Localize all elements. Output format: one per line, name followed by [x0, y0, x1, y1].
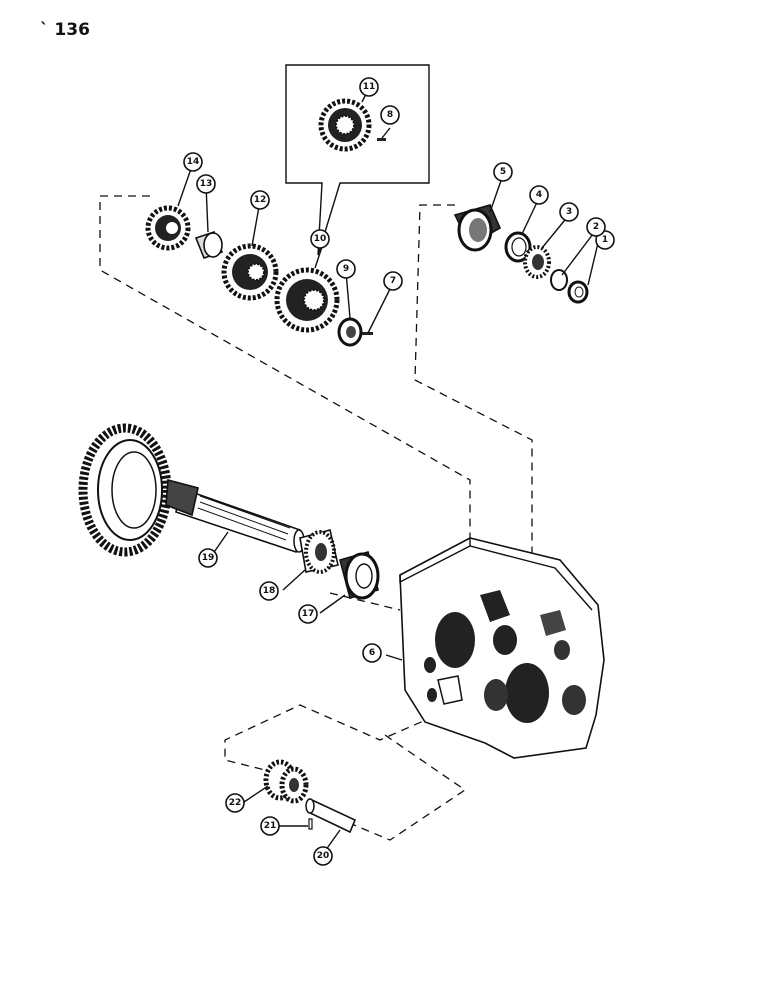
callout-6: 6: [362, 643, 382, 663]
svg-text:13: 13: [200, 179, 213, 189]
svg-text:1: 1: [602, 235, 608, 245]
gear-10: [274, 267, 340, 333]
svg-text:4: 4: [536, 190, 542, 200]
callout-19: 19: [198, 548, 218, 568]
cup-4: [504, 231, 532, 263]
svg-text:17: 17: [302, 609, 315, 619]
bearing-cup-17: [339, 551, 380, 600]
svg-text:11: 11: [363, 82, 376, 92]
gear-12: [221, 243, 279, 301]
washer-9: [337, 317, 363, 347]
guide-line-bearing-cup: [329, 592, 401, 611]
guide-line-bearing-stack: [414, 204, 533, 630]
spacer-2: [550, 269, 568, 291]
svg-text:8: 8: [387, 110, 393, 120]
callout-3: 3: [559, 202, 579, 222]
nut-1: [567, 280, 589, 304]
shaft-20: [305, 798, 357, 834]
gear-11-inset: [318, 98, 372, 152]
ring-gear: [78, 423, 172, 557]
callout-9: 9: [336, 259, 356, 279]
svg-text:3: 3: [566, 207, 572, 217]
callout-14: 14: [183, 152, 203, 172]
callout-2: 2: [586, 217, 606, 237]
pin-21: [308, 818, 313, 830]
svg-text:5: 5: [500, 167, 506, 177]
callout-10: 10: [310, 229, 330, 249]
svg-text:6: 6: [369, 648, 375, 658]
pinion-shaft-19: [165, 478, 305, 554]
callout-22: 22: [225, 793, 245, 813]
svg-text:12: 12: [254, 195, 267, 205]
inset-detail-box: [285, 64, 430, 256]
bushing-13: [194, 231, 224, 259]
callout-4: 4: [529, 185, 549, 205]
svg-text:18: 18: [263, 586, 276, 596]
cone-3: [523, 245, 551, 279]
gear-14: [145, 205, 191, 251]
svg-text:20: 20: [317, 851, 330, 861]
svg-text:9: 9: [343, 264, 349, 274]
callout-12: 12: [250, 190, 270, 210]
idler-gear-22: [263, 759, 309, 804]
assembly-guide-lines: [99, 195, 533, 841]
callout-13: 13: [196, 174, 216, 194]
bearing-cage-5: [453, 204, 502, 252]
svg-text:21: 21: [264, 821, 277, 831]
callout-5: 5: [493, 162, 513, 182]
callout-17: 17: [298, 604, 318, 624]
callouts: 1 2 3 4 5 6 7 8 9 10 11 12 13 14 17 18 1…: [183, 77, 615, 866]
page-number: ` 136: [40, 20, 90, 40]
guide-line-idler-shaft: [329, 734, 467, 841]
svg-text:10: 10: [314, 234, 327, 244]
callout-20: 20: [313, 846, 333, 866]
svg-text:2: 2: [593, 222, 599, 232]
housing-6: [399, 537, 605, 759]
bearing-cone-18: [299, 529, 339, 574]
callout-8: 8: [380, 105, 400, 125]
pin-8-inset: [377, 138, 386, 141]
svg-text:7: 7: [390, 276, 396, 286]
svg-text:19: 19: [202, 553, 215, 563]
leader-lines: [177, 87, 599, 855]
callout-18: 18: [259, 581, 279, 601]
callout-7: 7: [383, 271, 403, 291]
svg-text:22: 22: [229, 798, 242, 808]
callout-21: 21: [260, 816, 280, 836]
guide-line-gear-cluster: [99, 195, 471, 590]
svg-text:14: 14: [187, 157, 200, 167]
guide-line-idler-gear: [224, 704, 461, 771]
pin-7: [362, 332, 373, 335]
callout-11: 11: [359, 77, 379, 97]
